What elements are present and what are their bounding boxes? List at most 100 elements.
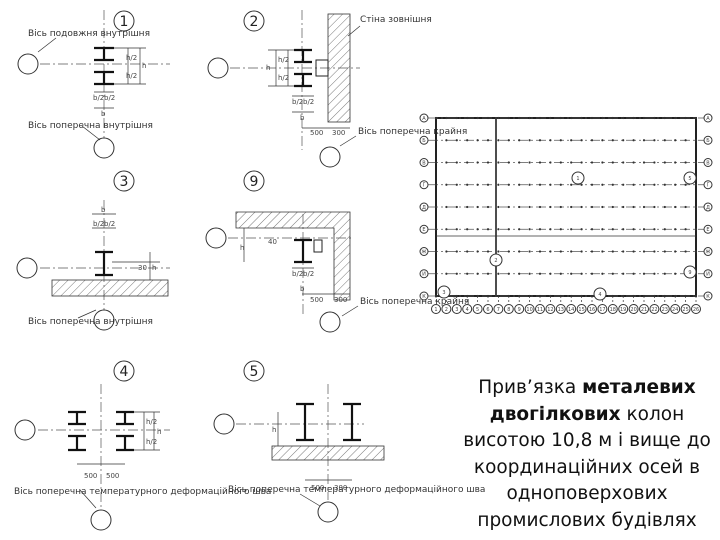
plan-grid-node <box>601 205 604 209</box>
detail-1-axis-marker-bottom <box>93 137 115 159</box>
plan-column-label: 3 <box>455 307 458 313</box>
plan-grid-node <box>434 161 438 164</box>
plan-row-label: Д <box>706 205 710 211</box>
plan-column-label: 24 <box>672 307 678 313</box>
plan-column-label: 7 <box>497 307 500 313</box>
detail-4-dim-500-a: 500 <box>84 472 97 480</box>
plan-grid-node <box>507 183 510 186</box>
plan-grid-node <box>590 205 594 209</box>
plan-grid-node <box>476 250 479 253</box>
plan-grid-node <box>476 139 479 142</box>
plan-grid-node <box>507 116 510 120</box>
plan-grid-node <box>434 250 438 253</box>
detail-4-axis-marker-bottom <box>90 509 112 531</box>
detail-2-dim-500: 500 <box>310 129 323 137</box>
plan-row-marker-l: Б <box>419 135 429 145</box>
plan-row-marker-r: Е <box>703 224 713 234</box>
plan-grid-node <box>632 205 635 209</box>
plan-callout-label: 4 <box>598 292 601 298</box>
plan-grid-node <box>518 139 521 142</box>
plan-grid-node <box>632 272 635 275</box>
plan-grid-node <box>684 205 687 209</box>
plan-grid-node <box>455 228 458 231</box>
plan-grid-node <box>445 205 448 209</box>
plan-callout-label: 2 <box>494 258 497 264</box>
plan-column-label: 14 <box>568 307 574 313</box>
plan-grid-node <box>466 139 469 142</box>
detail-9-dim-b: b <box>300 285 305 293</box>
plan-callout-9: 9 <box>683 265 697 279</box>
plan-grid-node <box>476 228 479 231</box>
plan-callout-label: 3 <box>442 290 445 296</box>
plan-grid-node <box>663 228 666 231</box>
detail-2-dim-h2-a: h/2 <box>278 56 289 64</box>
plan-row-label: А <box>706 116 710 122</box>
detail-2: 2 h/2 h/2 h b/2 b/2 b 500 300 Стіна зовн… <box>207 10 467 168</box>
plan-column-marker: 26 <box>691 304 701 314</box>
plan-row-marker-l: Д <box>419 202 429 212</box>
plan-grid-node <box>455 183 458 186</box>
plan-grid-node <box>674 228 677 231</box>
plan-grid-node <box>497 183 500 186</box>
plan-column-marker: 17 <box>597 304 608 314</box>
plan-grid-node <box>580 161 583 164</box>
plan-grid-node <box>642 228 646 231</box>
plan-grid-node <box>434 183 438 186</box>
detail-5-axis-marker-bottom <box>317 501 339 523</box>
detail-4: 4 h/2 h/2 h 500 500 Ві <box>14 360 271 531</box>
detail-2-column-section <box>294 48 312 88</box>
plan-row-label: Е <box>706 227 709 233</box>
plan-grid-node <box>445 116 448 120</box>
plan-column-marker: 1 <box>431 304 441 314</box>
detail-5-outer-wall <box>271 445 385 461</box>
plan-column-marker: 3 <box>451 304 462 314</box>
plan-row-marker-r: Б <box>703 135 713 145</box>
plan-column-marker: 16 <box>587 304 597 314</box>
detail-1-axis-marker-left <box>17 53 39 75</box>
detail-4-number-circle <box>113 360 135 382</box>
plan-column-label: 12 <box>547 307 553 313</box>
detail-4-dim-h: h <box>157 428 161 436</box>
plan-grid-node <box>663 183 666 186</box>
plan-row-marker-r: Ж <box>703 247 713 256</box>
plan-grid-node <box>466 183 469 186</box>
detail-4-column-section-left <box>68 410 86 452</box>
caption-part-2: колон висотою 10,8 м і вище до координац… <box>463 403 711 531</box>
plan-column-label: 13 <box>558 307 564 313</box>
plan-grid-node <box>632 161 635 164</box>
plan-grid-node <box>486 228 490 231</box>
plan-grid-node <box>653 116 656 120</box>
plan-row-marker-l: Ж <box>419 247 429 256</box>
plan-grid-node <box>549 139 552 142</box>
detail-3-dim-h: h <box>152 264 156 272</box>
detail-9-axis-marker-bottom <box>319 311 341 333</box>
plan-callout-3: 3 <box>437 285 451 299</box>
plan-grid-node <box>653 250 656 253</box>
plan-column-marker: 21 <box>639 304 649 314</box>
plan-grid-node <box>559 139 562 142</box>
detail-1-number: 1 <box>120 14 129 30</box>
plan-row-label: Ж <box>421 249 427 255</box>
plan-grid-node <box>549 205 552 209</box>
detail-5-column-section-right <box>343 402 361 442</box>
detail-1-number-circle <box>113 10 135 32</box>
plan-grid-node <box>622 250 625 253</box>
detail-3-dim-b2: b/2 <box>93 220 104 228</box>
plan-grid-node <box>663 139 666 142</box>
plan-grid-node <box>486 139 490 142</box>
plan-grid-node <box>559 116 562 120</box>
detail-1-dim-b2: b/2 <box>93 94 104 102</box>
plan-grid-node <box>559 205 562 209</box>
plan-grid-node <box>611 228 614 231</box>
plan-grid-node <box>674 116 677 120</box>
plan-grid-node <box>559 161 562 164</box>
detail-2-label-top: Стіна зовнішня <box>360 15 432 25</box>
plan-grid-node <box>518 116 521 120</box>
plan-grid-node <box>466 161 469 164</box>
plan-grid-node <box>622 228 625 231</box>
plan-grid-node <box>538 183 542 186</box>
plan-grid-node <box>445 183 448 186</box>
plan-grid-node <box>559 228 562 231</box>
